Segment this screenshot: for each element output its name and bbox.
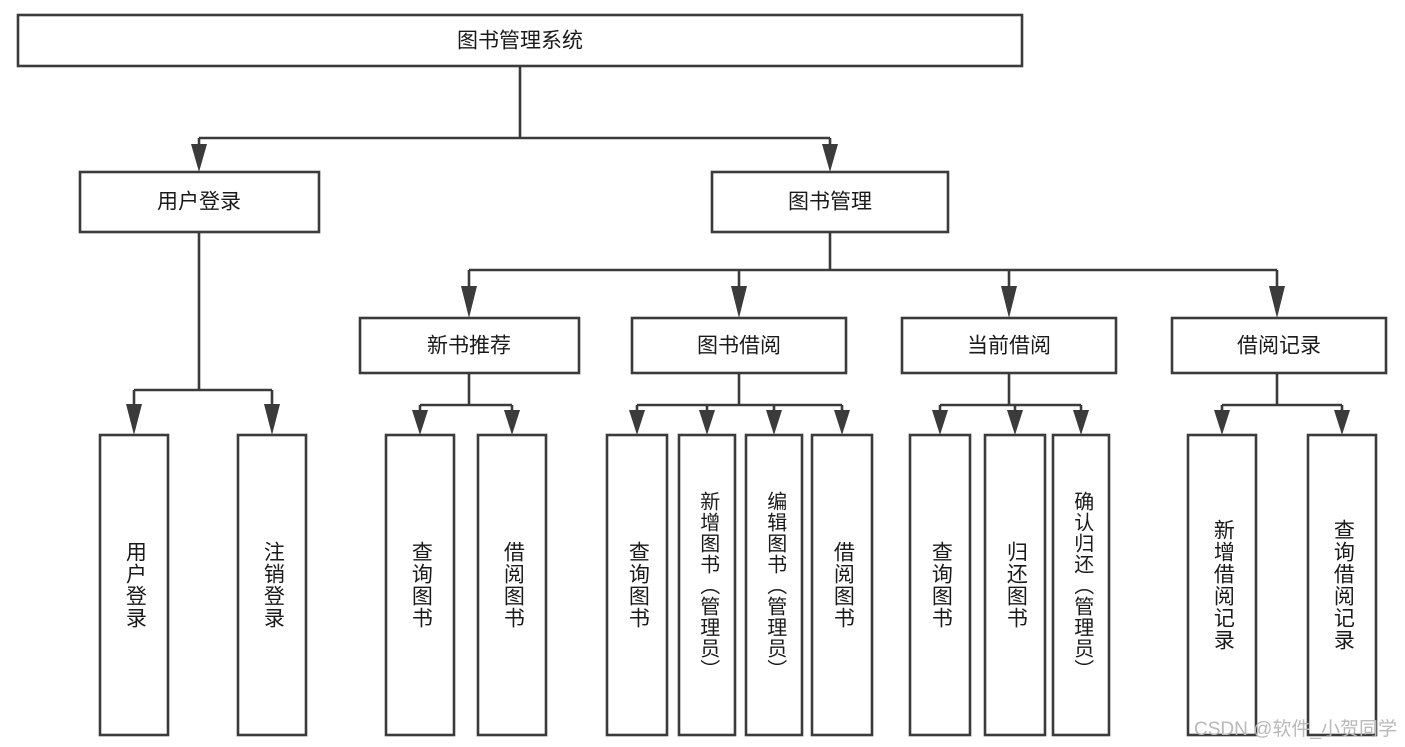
node-book-borrow-box[interactable] bbox=[630, 316, 848, 375]
node-leaf-user-logout-box[interactable] bbox=[236, 433, 308, 737]
node-current-borrow[interactable]: 当前借阅 bbox=[900, 316, 1118, 375]
edge-group-current-borrow bbox=[932, 373, 1089, 435]
node-user-login-label: 用户登录 bbox=[157, 191, 241, 214]
node-borrow-record-label: 借阅记录 bbox=[1237, 335, 1321, 358]
node-leaf-return-book-box[interactable] bbox=[983, 433, 1047, 737]
edge-group-new-book-rec bbox=[412, 373, 520, 435]
arrowhead-leaf-user-logout bbox=[264, 404, 280, 435]
node-leaf-borrow-book-2-box[interactable] bbox=[810, 433, 874, 737]
arrowhead-borrow-record bbox=[1269, 286, 1285, 318]
arrowhead-leaf-confirm-return bbox=[1073, 410, 1089, 435]
arrowhead-book-manage bbox=[822, 144, 838, 172]
node-new-book-rec[interactable]: 新书推荐 bbox=[358, 316, 581, 375]
node-user-login-box[interactable] bbox=[78, 170, 321, 234]
node-book-borrow-label: 图书借阅 bbox=[697, 335, 781, 358]
node-root-box[interactable] bbox=[16, 13, 1024, 68]
node-leaf-edit-book-box[interactable] bbox=[744, 433, 804, 737]
arrowhead-leaf-add-book bbox=[699, 410, 715, 435]
arrowhead-leaf-borrow-book-2 bbox=[834, 410, 850, 435]
node-root-label: 图书管理系统 bbox=[457, 30, 583, 53]
node-borrow-record-box[interactable] bbox=[1170, 316, 1388, 375]
node-user-login[interactable]: 用户登录 bbox=[78, 170, 321, 234]
arrowhead-leaf-borrow-book-1 bbox=[504, 410, 520, 435]
node-new-book-rec-label: 新书推荐 bbox=[427, 335, 511, 358]
node-leaf-query-book-2-box[interactable] bbox=[605, 433, 669, 737]
arrowhead-current-borrow bbox=[1001, 286, 1017, 318]
node-current-borrow-label: 当前借阅 bbox=[967, 335, 1051, 358]
node-book-manage-box[interactable] bbox=[710, 170, 950, 234]
node-leaf-add-record-box[interactable] bbox=[1186, 433, 1258, 737]
node-leaf-borrow-book-1-box[interactable] bbox=[476, 433, 548, 737]
arrowhead-book-borrow bbox=[731, 286, 747, 318]
edge-group-borrow-record bbox=[1214, 373, 1350, 435]
arrowhead-user-login bbox=[191, 144, 207, 172]
node-leaf-add-book-box[interactable] bbox=[677, 433, 737, 737]
node-leaf-query-book-3-box[interactable] bbox=[908, 433, 972, 737]
arrowhead-leaf-edit-book bbox=[766, 410, 782, 435]
arrowhead-new-book-rec bbox=[461, 286, 477, 318]
node-root[interactable]: 图书管理系统 bbox=[16, 13, 1024, 68]
arrowhead-leaf-query-book-2 bbox=[629, 410, 645, 435]
node-leaf-confirm-return-box[interactable] bbox=[1051, 433, 1111, 737]
node-leaf-query-record-box[interactable] bbox=[1306, 433, 1378, 737]
arrowhead-leaf-return-book bbox=[1007, 410, 1023, 435]
node-book-manage-label: 图书管理 bbox=[788, 191, 872, 214]
arrowhead-leaf-query-book-1 bbox=[412, 410, 428, 435]
edge-group-book-manage bbox=[461, 232, 1285, 318]
node-leaf-query-book-1-box[interactable] bbox=[384, 433, 456, 737]
edge-group-user-login bbox=[126, 232, 280, 435]
arrowhead-leaf-user-login bbox=[126, 404, 142, 435]
arrowhead-leaf-query-record bbox=[1334, 410, 1350, 435]
arrowhead-leaf-add-record bbox=[1214, 410, 1230, 435]
node-current-borrow-box[interactable] bbox=[900, 316, 1118, 375]
edge-group-book-borrow bbox=[629, 373, 850, 435]
node-book-manage[interactable]: 图书管理 bbox=[710, 170, 950, 234]
node-leaf-user-login-box[interactable] bbox=[98, 433, 170, 737]
node-book-borrow[interactable]: 图书借阅 bbox=[630, 316, 848, 375]
arrowhead-leaf-query-book-3 bbox=[932, 410, 948, 435]
edge-group-root bbox=[191, 66, 838, 172]
node-borrow-record[interactable]: 借阅记录 bbox=[1170, 316, 1388, 375]
node-new-book-rec-box[interactable] bbox=[358, 316, 581, 375]
